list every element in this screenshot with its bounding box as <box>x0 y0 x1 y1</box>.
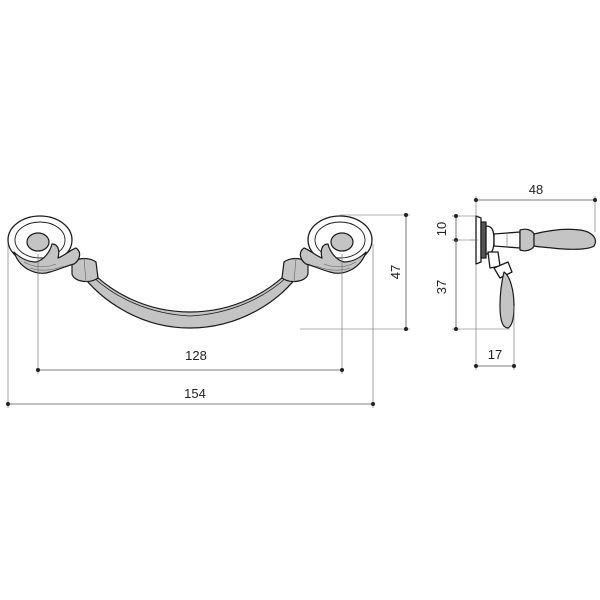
left-mounting-hole <box>26 232 50 252</box>
dim-dot <box>474 364 478 368</box>
dim-dot <box>512 364 516 368</box>
bail-handle-highlight <box>91 275 289 317</box>
dim-dot <box>36 368 40 372</box>
dim-label-128: 128 <box>185 348 207 363</box>
dim-dot <box>404 327 408 331</box>
dim-label-154: 154 <box>184 386 206 401</box>
side-knob-collar <box>519 228 535 252</box>
right-collar-ring <box>293 257 297 283</box>
dim-label-37: 37 <box>434 280 449 294</box>
side-knob-body <box>533 228 597 250</box>
side-rosette <box>475 215 482 265</box>
side-view <box>470 215 597 329</box>
left-leaf-veins <box>23 261 65 271</box>
dim-dot <box>371 402 375 406</box>
side-rosette-boss <box>485 225 495 255</box>
dim-dot <box>593 198 597 202</box>
dim-dot <box>474 198 478 202</box>
front-view <box>7 215 373 329</box>
front-dimensions: 128 154 47 <box>6 213 410 408</box>
dim-label-17: 17 <box>488 347 502 362</box>
side-rosette-face <box>480 221 487 259</box>
dim-dot <box>6 402 10 406</box>
dim-dot <box>404 213 408 217</box>
side-bail-link <box>493 261 513 279</box>
side-dimensions: 48 10 37 17 <box>434 182 597 370</box>
right-mounting-hole <box>330 232 354 252</box>
right-leaf-veins <box>315 261 357 271</box>
bail-handle <box>79 267 301 329</box>
dim-label-47: 47 <box>388 265 403 279</box>
side-bail-drop <box>499 271 515 329</box>
left-collar-ring <box>83 257 87 283</box>
dim-dot <box>454 214 458 218</box>
dim-label-10: 10 <box>434 222 449 236</box>
dim-dot <box>454 327 458 331</box>
dim-dot <box>340 368 344 372</box>
dim-label-48: 48 <box>529 182 543 197</box>
